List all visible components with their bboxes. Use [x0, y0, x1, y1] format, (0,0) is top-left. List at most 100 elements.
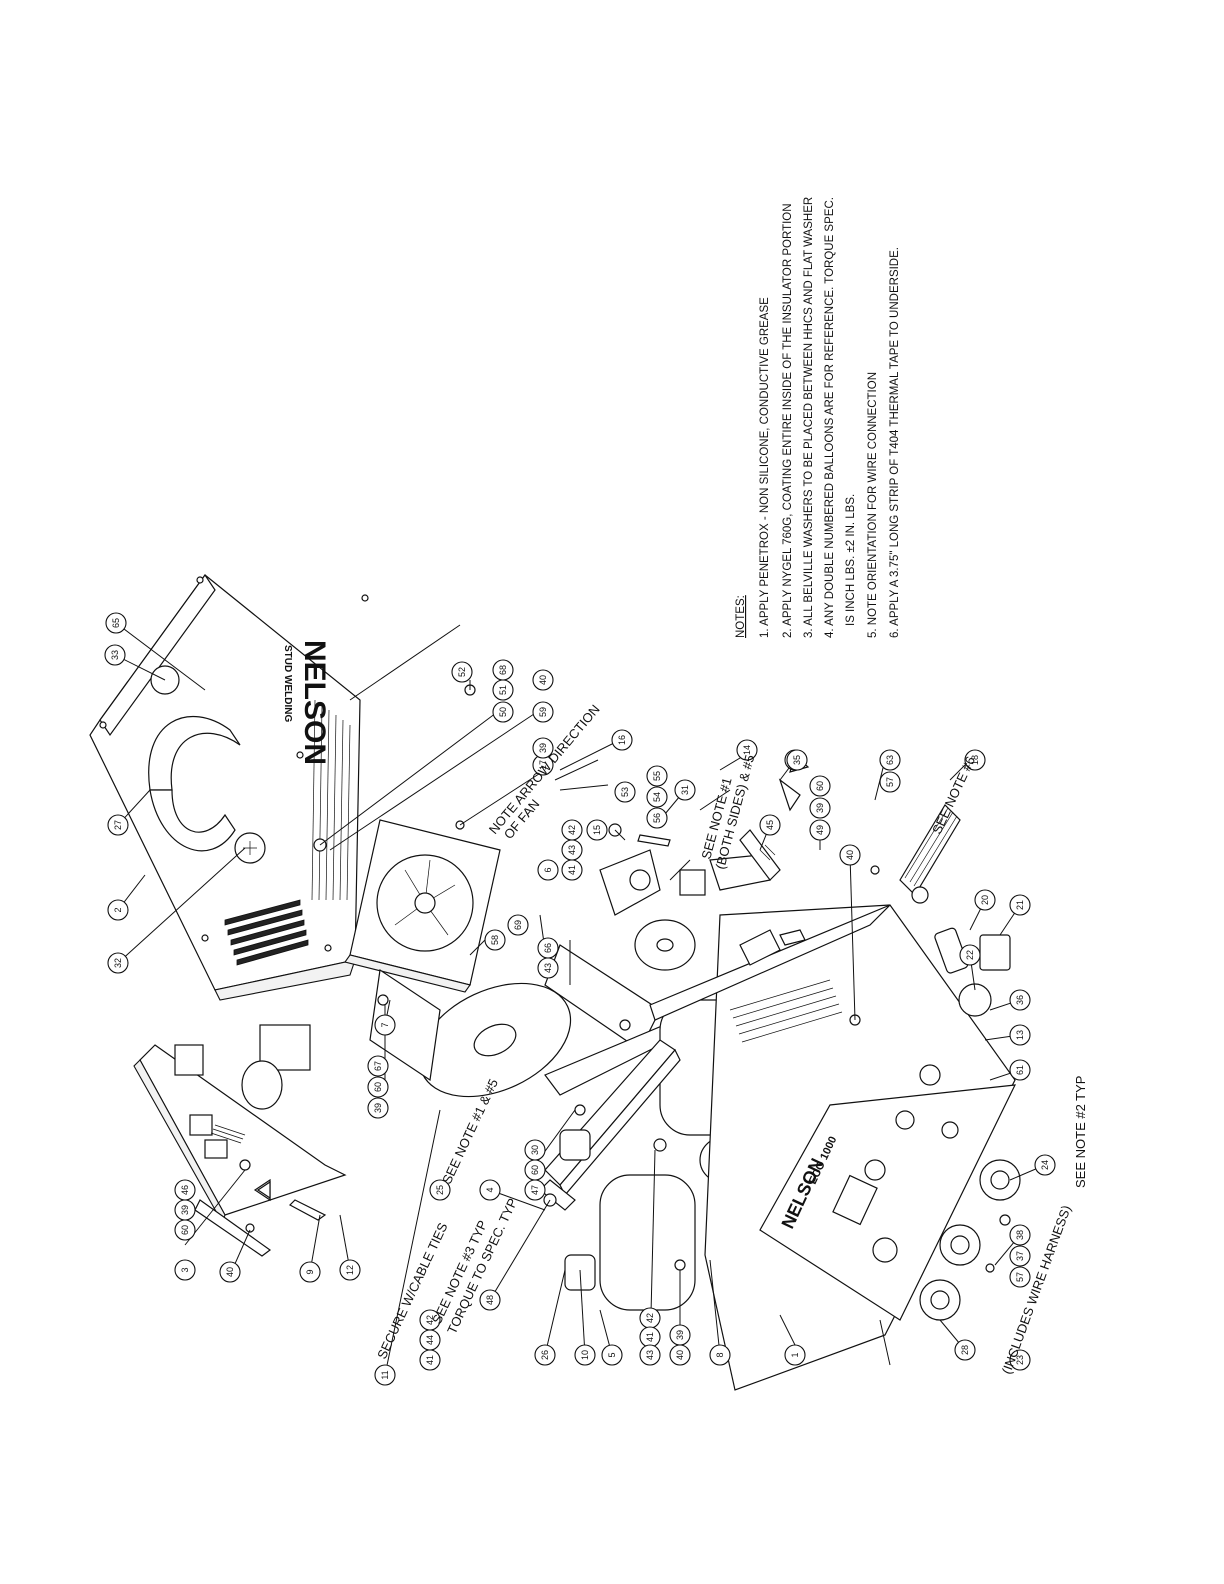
balloon-circle	[784, 1344, 806, 1366]
balloon-item-50: 50	[492, 701, 514, 723]
balloon-circle	[614, 781, 636, 803]
balloon-item-40: 40	[219, 1261, 241, 1283]
balloon-item-24: 24	[1034, 1154, 1056, 1176]
balloon-number: 31	[680, 785, 690, 795]
balloon-item-57: 57	[879, 771, 901, 793]
callout-includes-harness: (INCLUDES WIRE HARNESS)	[999, 1203, 1074, 1376]
balloon-item-58: 58	[484, 929, 506, 951]
balloon-number: 61	[1015, 1065, 1025, 1075]
balloon-number: 20	[980, 895, 990, 905]
balloon-circle	[639, 1344, 661, 1366]
balloon-circle	[1009, 1059, 1031, 1081]
balloon-circle	[879, 749, 901, 771]
balloon-number: 48	[485, 1295, 495, 1305]
balloon-number: 2	[113, 907, 123, 912]
balloon-number: 43	[567, 845, 577, 855]
balloon-number: 14	[742, 745, 752, 755]
balloon-number: 40	[675, 1350, 685, 1360]
balloon-number: 5	[607, 1352, 617, 1357]
balloon-number: 51	[498, 685, 508, 695]
balloon-circle	[429, 1179, 451, 1201]
balloon-circle	[367, 1055, 389, 1077]
balloon-circle	[959, 944, 981, 966]
balloon-number: 39	[180, 1205, 190, 1215]
balloon-number: 13	[1015, 1030, 1025, 1040]
balloon-circle	[219, 1261, 241, 1283]
balloon-circle	[492, 701, 514, 723]
balloon-number: 57	[885, 777, 895, 787]
balloon-item-32: 32	[107, 952, 129, 974]
balloon-item-47: 47	[524, 1179, 546, 1201]
balloon-item-4: 4	[479, 1179, 501, 1201]
balloon-item-60: 60	[367, 1076, 389, 1098]
balloon-item-57: 57	[1009, 1266, 1031, 1288]
balloon-item-41: 41	[561, 859, 583, 881]
balloon-number: 60	[180, 1225, 190, 1235]
balloon-circle	[974, 889, 996, 911]
balloon-number: 41	[645, 1332, 655, 1342]
balloon-number: 68	[498, 665, 508, 675]
balloon-item-69: 69	[507, 914, 529, 936]
balloon-item-21: 21	[1009, 894, 1031, 916]
balloon-circle	[534, 1344, 556, 1366]
callout-see-note-2: SEE NOTE #2 TYP	[1073, 1076, 1088, 1188]
balloon-item-45: 45	[759, 814, 781, 836]
balloon-circle	[105, 612, 127, 634]
balloon-circle	[367, 1076, 389, 1098]
balloon-item-26: 26	[534, 1344, 556, 1366]
balloon-number: 35	[792, 755, 802, 765]
balloon-item-33: 33	[104, 644, 126, 666]
balloon-number: 39	[675, 1330, 685, 1340]
balloon-number: 42	[645, 1313, 655, 1323]
balloon-number: 27	[113, 820, 123, 830]
balloon-number: 58	[490, 935, 500, 945]
balloon-number: 46	[180, 1185, 190, 1195]
balloon-circle	[1009, 1266, 1031, 1288]
balloon-item-13: 13	[1009, 1024, 1031, 1046]
balloon-circle	[507, 914, 529, 936]
balloon-item-46: 46	[174, 1179, 196, 1201]
balloon-number: 4	[485, 1187, 495, 1192]
balloon-item-52: 52	[451, 661, 473, 683]
balloon-number: 40	[225, 1267, 235, 1277]
balloon-circle	[646, 807, 668, 829]
balloon-item-12: 12	[339, 1259, 361, 1281]
note-line-2: 2. APPLY NYGEL 760G, COATING ENTIRE INSI…	[782, 203, 794, 638]
balloon-circle	[367, 1097, 389, 1119]
balloon-circle	[532, 737, 554, 759]
balloon-number: 18	[970, 755, 980, 765]
balloon-number: 41	[567, 865, 577, 875]
balloon-circle	[537, 957, 559, 979]
balloon-item-41: 41	[419, 1349, 441, 1371]
balloon-item-44: 44	[419, 1329, 441, 1351]
balloon-item-43: 43	[639, 1344, 661, 1366]
balloon-circle	[786, 749, 808, 771]
balloon-item-53: 53	[614, 781, 636, 803]
balloon-number: 40	[538, 675, 548, 685]
parts-illustration: NELSON STUD WELDING	[89, 573, 1046, 1391]
balloon-item-38: 38	[1009, 1224, 1031, 1246]
balloon-circle	[674, 779, 696, 801]
balloon-item-42: 42	[561, 819, 583, 841]
balloon-number: 42	[567, 825, 577, 835]
balloon-circle	[1009, 894, 1031, 916]
balloon-circle	[809, 797, 831, 819]
balloon-number: 41	[425, 1355, 435, 1365]
balloon-number: 39	[815, 803, 825, 813]
balloon-number: 12	[345, 1265, 355, 1275]
balloon-number: 67	[373, 1061, 383, 1071]
balloon-number: 53	[620, 787, 630, 797]
balloon-item-7: 7	[374, 1014, 396, 1036]
balloon-number: 43	[543, 963, 553, 973]
balloon-number: 38	[1015, 1230, 1025, 1240]
balloon-circle	[532, 669, 554, 691]
balloon-number: 47	[530, 1185, 540, 1195]
balloon-item-23: 23	[1009, 1349, 1031, 1371]
balloon-number: 63	[885, 755, 895, 765]
balloon-item-27: 27	[107, 814, 129, 836]
balloon-circle	[601, 1344, 623, 1366]
balloon-circle	[1009, 1224, 1031, 1246]
balloon-circle	[839, 844, 861, 866]
balloon-number: 45	[765, 820, 775, 830]
balloon-circle	[104, 644, 126, 666]
